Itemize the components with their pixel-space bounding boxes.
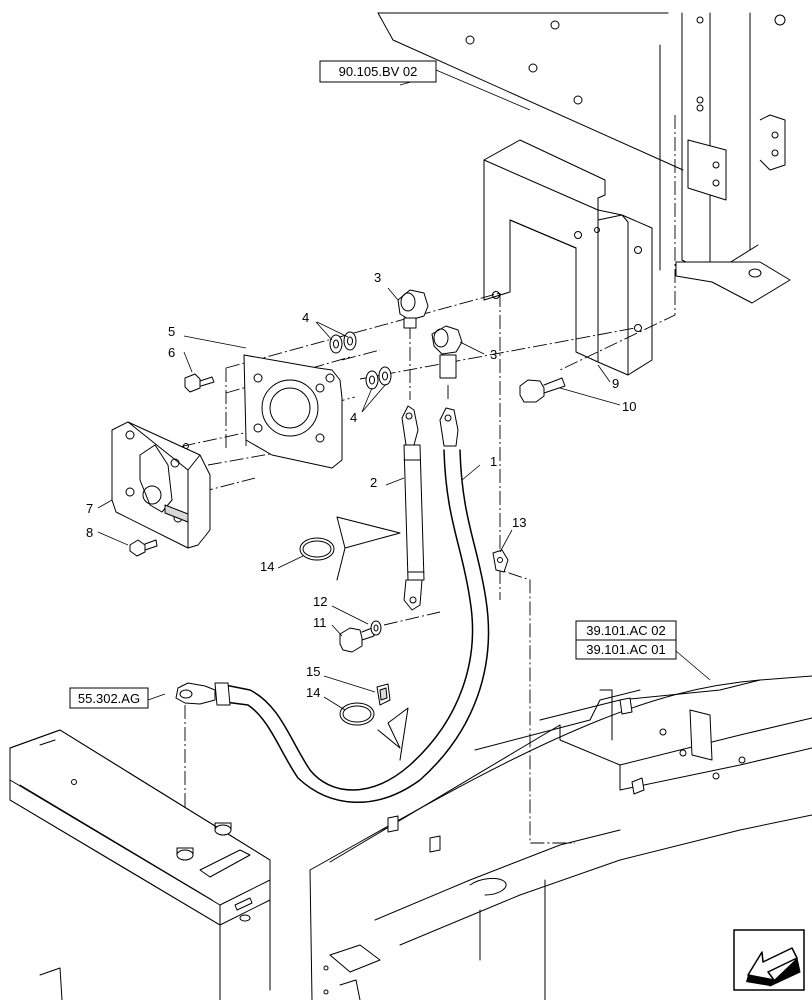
- reference-label-right-b: 39.101.AC 01: [586, 642, 666, 657]
- reference-box-right[interactable]: 39.101.AC 02 39.101.AC 01: [575, 620, 677, 660]
- mounting-plate-part-5: [243, 354, 343, 469]
- terminal-caps-part-3: [397, 289, 463, 379]
- callout-11: 11: [313, 615, 327, 630]
- callout-9: 9: [612, 376, 619, 391]
- vertical-post: [659, 12, 791, 304]
- callout-numbers: 3 3 4 4 5 6 7 8 9 10 2 1 13 14 12 11 15 …: [86, 270, 636, 700]
- clip-part-13: [492, 549, 509, 573]
- bracket-part-9: [483, 139, 653, 376]
- cable-part-2: [401, 405, 425, 611]
- callout-3a: 3: [374, 270, 381, 285]
- callout-7: 7: [86, 501, 93, 516]
- callout-14a: 14: [260, 559, 274, 574]
- callout-1: 1: [490, 454, 497, 469]
- fasteners: [129, 373, 566, 653]
- reference-label-top: 90.105.BV 02: [339, 64, 418, 79]
- callout-4a: 4: [302, 310, 309, 325]
- callout-13: 13: [512, 515, 526, 530]
- callout-3b: 3: [490, 347, 497, 362]
- cable-ties-part-14: [299, 516, 409, 761]
- upper-frame: [377, 12, 786, 171]
- reference-box-top[interactable]: 90.105.BV 02: [319, 60, 437, 83]
- cable-part-1: [175, 407, 490, 804]
- battery: [9, 729, 271, 1000]
- arrow-down-left-icon[interactable]: [733, 929, 805, 991]
- callout-15: 15: [306, 664, 320, 679]
- reference-label-left: 55.302.AG: [78, 691, 140, 706]
- lower-chassis: [309, 675, 812, 1000]
- callout-6: 6: [168, 345, 175, 360]
- callout-5: 5: [168, 324, 175, 339]
- leader-lines: [97, 69, 711, 711]
- callout-2: 2: [370, 475, 377, 490]
- clip-part-15: [376, 683, 391, 706]
- reference-box-left[interactable]: 55.302.AG: [69, 687, 149, 709]
- callout-4b: 4: [350, 410, 357, 425]
- callout-10: 10: [622, 399, 636, 414]
- reference-label-right-a: 39.101.AC 02: [586, 623, 666, 638]
- callout-14b: 14: [306, 685, 320, 700]
- callout-12: 12: [313, 594, 327, 609]
- battery-switch-part-7: [111, 421, 211, 549]
- callout-8: 8: [86, 525, 93, 540]
